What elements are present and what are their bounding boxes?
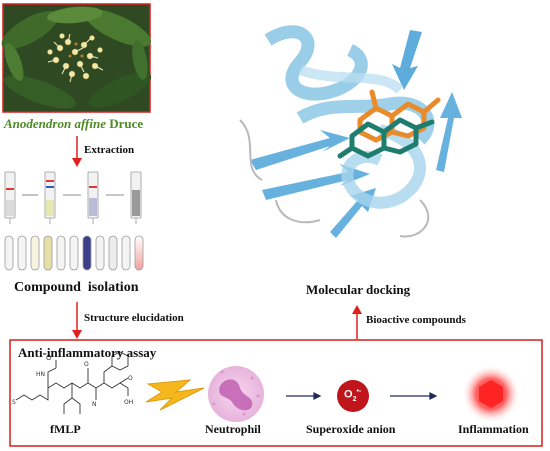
superoxide-icon bbox=[337, 380, 369, 412]
assay-frame bbox=[9, 339, 543, 447]
extraction-arrow bbox=[72, 136, 82, 167]
assay-title: Anti-inflammatory assay bbox=[18, 345, 157, 360]
svg-text:O: O bbox=[84, 361, 89, 368]
bioactive-compounds-label: Bioactive compounds bbox=[366, 314, 466, 326]
protein-ribbon-icon bbox=[239, 25, 462, 238]
lightning-icon bbox=[145, 379, 205, 411]
structure-elucidation-arrow bbox=[72, 302, 82, 339]
column-chromatography bbox=[4, 171, 142, 224]
compound-isolation-label: Compound isolation bbox=[14, 280, 139, 295]
bioactive-compounds-arrow bbox=[352, 305, 362, 339]
ligand-molecule-icon bbox=[337, 89, 441, 159]
neutrophil-label: Neutrophil bbox=[205, 422, 261, 436]
fmlp-structure-icon: O HN O N OH O S bbox=[12, 351, 133, 414]
assay-flow-arrows bbox=[286, 392, 438, 400]
extraction-label: Extraction bbox=[84, 144, 135, 156]
svg-text:O: O bbox=[128, 375, 133, 382]
svg-text:N: N bbox=[92, 401, 97, 408]
neutrophil-icon bbox=[208, 366, 264, 422]
test-tube-icon bbox=[4, 235, 144, 271]
fmlp-label: fMLP bbox=[50, 422, 81, 436]
svg-text:O: O bbox=[46, 354, 52, 362]
svg-text:S: S bbox=[12, 399, 16, 406]
superoxide-label: Superoxide anion bbox=[306, 422, 396, 436]
svg-text:HN: HN bbox=[36, 371, 45, 378]
superoxide-symbol: O2•- bbox=[344, 388, 362, 403]
plant-species-label: Anodendron affine Druce bbox=[4, 116, 144, 131]
inflammation-icon bbox=[463, 366, 519, 422]
plant-photo bbox=[1, 3, 152, 113]
molecular-docking-label: Molecular docking bbox=[306, 282, 411, 297]
structure-elucidation-label: Structure elucidation bbox=[84, 312, 184, 324]
svg-text:OH: OH bbox=[124, 399, 133, 406]
inflammation-label: Inflammation bbox=[458, 422, 529, 436]
